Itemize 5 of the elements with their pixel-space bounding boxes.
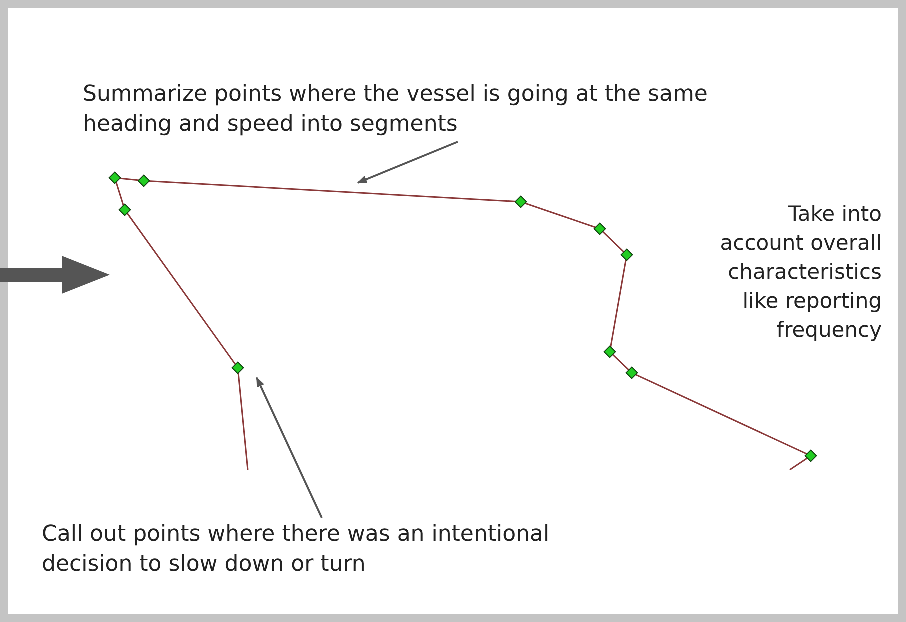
leader-line [357,141,458,184]
note-text: Take into account overall characteristics like reporting frequency [719,201,882,344]
callout-text: Summarize points where the vessel is going at the same heading and speed into segments [83,80,763,140]
callout-text: Call out points where there was an intentional decision to slow down or turn [42,520,562,580]
leader-line [256,377,323,518]
